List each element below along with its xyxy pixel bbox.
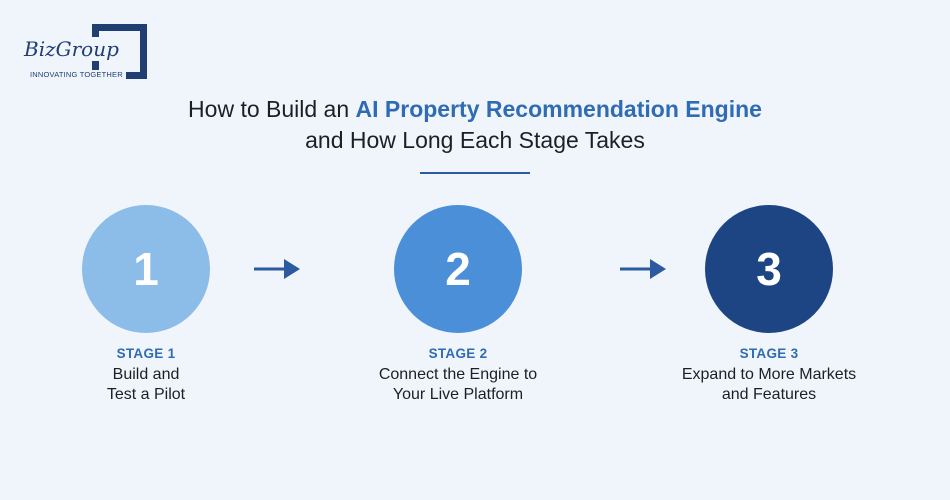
stage-2-circle: 2 [394, 205, 522, 333]
stage-2-desc-line2: Your Live Platform [392, 386, 524, 403]
stage-1-description: Build and Test a Pilot [16, 365, 276, 405]
stage-3-number: 3 [756, 243, 782, 295]
logo-tagline: INNOVATING TOGETHER [30, 70, 126, 80]
stage-1-number: 1 [133, 243, 159, 295]
stage-1-desc-line2: Test a Pilot [106, 386, 186, 403]
stage-3-description: Expand to More Markets and Features [639, 365, 899, 405]
stage-2-desc-line1: Connect the Engine to [378, 366, 538, 383]
title-prefix: How to Build an [188, 96, 356, 122]
page-title: How to Build an AI Property Recommendati… [0, 94, 950, 156]
stage-1-circle: 1 [82, 205, 210, 333]
title-line2: and How Long Each Stage Takes [305, 127, 645, 153]
stage-1-label: STAGE 1 [116, 346, 176, 361]
title-underline [420, 172, 530, 174]
stage-3-desc-line1: Expand to More Markets [681, 366, 857, 383]
arrow-right-icon [620, 259, 666, 279]
stage-3-label: STAGE 3 [739, 346, 799, 361]
stage-1-desc-line1: Build and [112, 366, 180, 383]
stage-3-circle: 3 [705, 205, 833, 333]
stage-3-desc-line2: and Features [721, 386, 817, 403]
logo-name: BizGroup [24, 37, 121, 61]
stage-2-number: 2 [445, 243, 471, 295]
stage-2-label: STAGE 2 [428, 346, 488, 361]
title-accent: AI Property Recommendation Engine [355, 96, 762, 122]
stage-2-description: Connect the Engine to Your Live Platform [328, 365, 588, 405]
arrow-right-icon [254, 259, 300, 279]
bizgroup-logo: BizGroup INNOVATING TOGETHER [24, 24, 156, 84]
